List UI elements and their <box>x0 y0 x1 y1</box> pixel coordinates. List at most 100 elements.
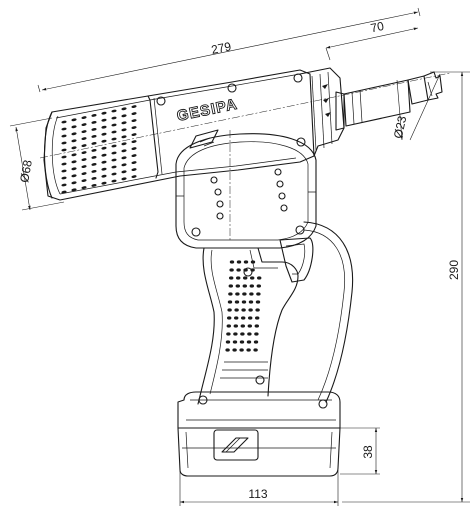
grip-dimple <box>131 175 137 178</box>
grip-dimple <box>241 308 246 312</box>
tool-axis-centerline <box>39 72 451 159</box>
grip-dimple <box>81 116 87 119</box>
grip-dimple <box>81 144 87 147</box>
grip-dimple <box>61 169 67 173</box>
grip-dimple <box>71 139 77 143</box>
grip-dimple <box>250 268 255 272</box>
grip-dimple <box>229 268 234 272</box>
grip-dimple <box>239 348 244 352</box>
overall-height-label: 290 <box>447 260 461 280</box>
grip-dimple <box>236 268 241 272</box>
battery-release-button[interactable] <box>213 429 259 461</box>
front-collar <box>299 67 345 157</box>
grip-dimple <box>101 139 107 143</box>
dimension-nose-diameter: Ø23 <box>391 73 441 141</box>
body-screws <box>156 73 306 147</box>
grip-dimple <box>81 123 87 126</box>
grip-dimple <box>121 107 127 111</box>
grip-dimple <box>111 130 117 134</box>
vent-holes-left <box>210 176 224 220</box>
rear-grip-dimples <box>61 105 137 194</box>
grip-dimple <box>71 118 77 122</box>
grip-dimple <box>121 163 127 167</box>
nose-length-label: 70 <box>369 19 385 35</box>
grip-dimple <box>234 316 239 320</box>
grip-dimple <box>61 190 67 194</box>
dimension-nose-length: 70 <box>325 19 419 61</box>
grip-dimple <box>61 176 67 180</box>
grip-dimple <box>91 156 97 159</box>
grip-dimple <box>61 155 67 159</box>
grip-dimple <box>254 324 259 328</box>
dimension-overall-length: 279 <box>37 7 421 93</box>
grip-dimple <box>71 153 77 157</box>
grip-dimple <box>253 340 259 344</box>
grip-dimple <box>81 172 87 175</box>
grip-dimple <box>249 284 254 288</box>
grip-dimple <box>131 161 137 164</box>
nose-diameter-label: Ø23 <box>391 114 409 139</box>
grip-dimple <box>240 332 245 336</box>
grip-dimple <box>111 116 117 120</box>
grip-dimple <box>111 179 117 183</box>
brand-logo-mark <box>189 129 219 149</box>
grip-dimple <box>101 174 107 178</box>
grip-dimple <box>131 119 137 122</box>
screw-icon <box>191 227 201 237</box>
grip-dimple <box>226 324 231 328</box>
dimension-battery-height: 38 <box>340 427 380 475</box>
grip-dimple <box>255 300 261 304</box>
grip-dimple <box>121 121 127 125</box>
grip-dimple <box>121 135 127 139</box>
screw-icon <box>243 267 253 277</box>
grip-dimple <box>250 276 255 280</box>
grip-dimple <box>61 134 67 138</box>
handle-grip-dimples <box>225 260 262 352</box>
grip-dimple <box>246 348 251 352</box>
grip-dimple <box>101 160 107 164</box>
grip-dimple <box>61 127 67 131</box>
grip-dimple <box>61 120 67 124</box>
grip-dimple <box>81 179 87 182</box>
grip-dimple <box>71 181 77 185</box>
grip-dimple <box>121 149 127 153</box>
grip-dimple <box>81 130 87 133</box>
grip-dimple <box>71 146 77 150</box>
grip-dimple <box>81 151 87 154</box>
grip-dimple <box>111 109 117 113</box>
grip-dimple <box>111 172 117 176</box>
screw-icon <box>156 96 166 106</box>
arrow-mark-icon <box>323 98 329 103</box>
arrow-mark-icon <box>325 112 331 117</box>
grip-dimple <box>232 348 237 352</box>
grip-dimple <box>229 276 234 280</box>
grip-dimple <box>225 348 230 352</box>
grip-dimple <box>111 165 117 169</box>
grip-dimple <box>131 126 137 129</box>
grip-dimple <box>131 154 137 157</box>
grip-dimple <box>91 163 97 166</box>
battery-release-icon <box>221 437 249 453</box>
grip-dimple <box>101 118 107 122</box>
grip-dimple <box>91 177 97 180</box>
grip-dimple <box>227 316 232 320</box>
cable-loop <box>303 221 354 403</box>
grip-dimple <box>250 260 256 264</box>
grip-dimple <box>243 268 248 272</box>
grip-dimple <box>248 300 254 304</box>
grip-dimple <box>131 112 137 115</box>
grip-dimple <box>81 158 87 161</box>
grip-dimple <box>131 168 137 171</box>
grip-dimple <box>241 300 247 304</box>
handle <box>197 237 314 405</box>
grip-dimple <box>101 167 107 171</box>
grip-dimple <box>236 276 241 280</box>
screw-icon <box>293 73 303 83</box>
grip-dimple <box>61 162 67 166</box>
grip-dimple <box>101 125 107 129</box>
arrow-mark-icon <box>322 84 328 89</box>
vent-hole <box>216 212 224 220</box>
grip-dimple <box>233 332 238 336</box>
screw-icon <box>255 375 265 385</box>
